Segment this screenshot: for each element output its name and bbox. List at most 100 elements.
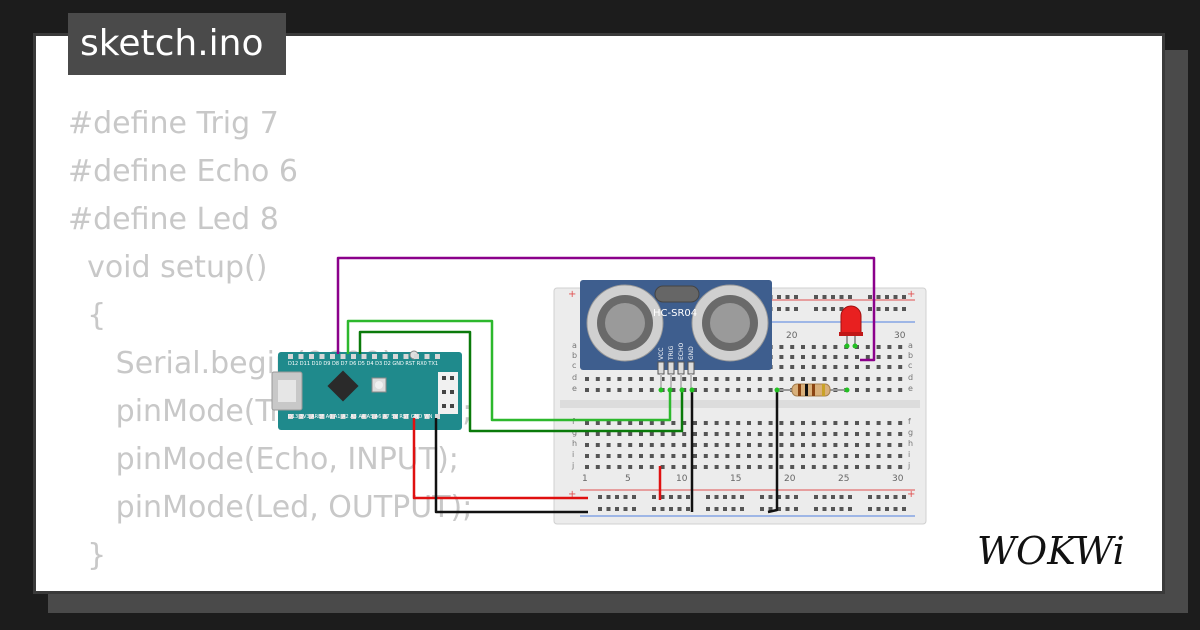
breadboard-hole[interactable] xyxy=(628,432,633,436)
breadboard-hole[interactable] xyxy=(706,495,710,499)
breadboard-hole[interactable] xyxy=(790,377,795,381)
breadboard-hole[interactable] xyxy=(848,295,852,299)
nano-header-pin[interactable] xyxy=(361,354,367,359)
breadboard-hole[interactable] xyxy=(669,495,673,499)
breadboard-hole[interactable] xyxy=(833,421,838,425)
breadboard-hole[interactable] xyxy=(693,421,697,425)
breadboard-hole[interactable] xyxy=(757,377,762,381)
breadboard-hole[interactable] xyxy=(790,365,795,369)
breadboard-hole[interactable] xyxy=(822,454,827,458)
breadboard-hole[interactable] xyxy=(606,388,611,392)
breadboard-hole[interactable] xyxy=(768,495,773,499)
breadboard-hole[interactable] xyxy=(779,345,784,349)
breadboard-hole[interactable] xyxy=(822,307,827,311)
breadboard-hole[interactable] xyxy=(714,377,719,381)
breadboard-hole[interactable] xyxy=(831,295,835,299)
breadboard-hole[interactable] xyxy=(865,377,870,381)
breadboard-hole[interactable] xyxy=(893,307,898,311)
breadboard-hole[interactable] xyxy=(652,507,656,511)
breadboard-hole[interactable] xyxy=(725,465,730,469)
breadboard-hole[interactable] xyxy=(617,432,622,436)
breadboard-hole[interactable] xyxy=(785,507,790,511)
breadboard-hole[interactable] xyxy=(628,465,633,469)
nano-header-pin[interactable] xyxy=(424,414,430,419)
nano-header-pin[interactable] xyxy=(393,414,398,419)
breadboard-hole[interactable] xyxy=(617,443,622,447)
breadboard-hole[interactable] xyxy=(682,465,687,469)
breadboard-hole[interactable] xyxy=(790,421,795,425)
breadboard-hole[interactable] xyxy=(887,355,892,359)
breadboard-hole[interactable] xyxy=(686,495,690,499)
breadboard-hole[interactable] xyxy=(747,421,751,425)
breadboard-hole[interactable] xyxy=(606,443,611,447)
breadboard-hole[interactable] xyxy=(595,377,600,381)
breadboard-hole[interactable] xyxy=(790,432,795,436)
breadboard-hole[interactable] xyxy=(833,365,838,369)
breadboard-hole[interactable] xyxy=(703,443,708,447)
breadboard-hole[interactable] xyxy=(714,454,719,458)
breadboard-hole[interactable] xyxy=(855,377,859,381)
breadboard-hole[interactable] xyxy=(671,443,676,447)
breadboard-hole[interactable] xyxy=(876,507,881,511)
breadboard-hole[interactable] xyxy=(725,432,730,436)
breadboard-hole[interactable] xyxy=(606,465,611,469)
breadboard-hole[interactable] xyxy=(898,377,903,381)
breadboard-hole[interactable] xyxy=(671,421,676,425)
breadboard-hole[interactable] xyxy=(876,495,881,499)
breadboard-hole[interactable] xyxy=(844,454,849,458)
breadboard-hole[interactable] xyxy=(660,507,665,511)
breadboard-hole[interactable] xyxy=(898,432,903,436)
nano-header-pin[interactable] xyxy=(424,354,430,359)
breadboard-hole[interactable] xyxy=(855,388,859,392)
breadboard-hole[interactable] xyxy=(768,388,773,392)
breadboard-hole[interactable] xyxy=(660,454,665,458)
nano-header-pin[interactable] xyxy=(372,354,377,359)
breadboard-hole[interactable] xyxy=(868,295,872,299)
breadboard-hole[interactable] xyxy=(865,443,870,447)
breadboard-hole[interactable] xyxy=(876,377,881,381)
breadboard-hole[interactable] xyxy=(693,465,697,469)
breadboard-hole[interactable] xyxy=(628,443,633,447)
breadboard-hole[interactable] xyxy=(855,355,859,359)
breadboard-hole[interactable] xyxy=(615,495,619,499)
breadboard-hole[interactable] xyxy=(714,465,719,469)
breadboard-hole[interactable] xyxy=(831,495,835,499)
breadboard-hole[interactable] xyxy=(893,295,898,299)
breadboard-hole[interactable] xyxy=(617,377,622,381)
breadboard-hole[interactable] xyxy=(811,377,816,381)
breadboard-hole[interactable] xyxy=(714,507,719,511)
breadboard-hole[interactable] xyxy=(844,355,849,359)
breadboard-hole[interactable] xyxy=(794,295,798,299)
nano-header-pin[interactable] xyxy=(330,414,335,419)
breadboard-hole[interactable] xyxy=(855,365,859,369)
breadboard-hole[interactable] xyxy=(898,365,903,369)
breadboard-hole[interactable] xyxy=(671,388,676,392)
breadboard-hole[interactable] xyxy=(736,454,741,458)
breadboard-hole[interactable] xyxy=(790,355,795,359)
breadboard-hole[interactable] xyxy=(768,432,773,436)
breadboard-hole[interactable] xyxy=(623,495,628,499)
breadboard-hole[interactable] xyxy=(898,355,903,359)
nano-header-pin[interactable] xyxy=(361,414,367,419)
breadboard-hole[interactable] xyxy=(660,377,665,381)
breadboard-hole[interactable] xyxy=(606,495,611,499)
breadboard-hole[interactable] xyxy=(649,388,654,392)
breadboard-hole[interactable] xyxy=(779,454,784,458)
breadboard-hole[interactable] xyxy=(768,454,773,458)
breadboard-hole[interactable] xyxy=(844,432,849,436)
breadboard-hole[interactable] xyxy=(833,355,838,359)
breadboard-hole[interactable] xyxy=(731,495,736,499)
breadboard-hole[interactable] xyxy=(779,443,784,447)
breadboard-hole[interactable] xyxy=(898,454,903,458)
breadboard-hole[interactable] xyxy=(617,465,622,469)
breadboard-hole[interactable] xyxy=(740,507,744,511)
breadboard-hole[interactable] xyxy=(790,454,795,458)
breadboard-hole[interactable] xyxy=(623,507,628,511)
breadboard-hole[interactable] xyxy=(649,432,654,436)
breadboard-hole[interactable] xyxy=(649,454,654,458)
breadboard-hole[interactable] xyxy=(831,307,835,311)
breadboard-hole[interactable] xyxy=(585,432,589,436)
breadboard-hole[interactable] xyxy=(887,454,892,458)
filename-tab[interactable]: sketch.ino xyxy=(68,13,286,75)
breadboard-hole[interactable] xyxy=(725,388,730,392)
